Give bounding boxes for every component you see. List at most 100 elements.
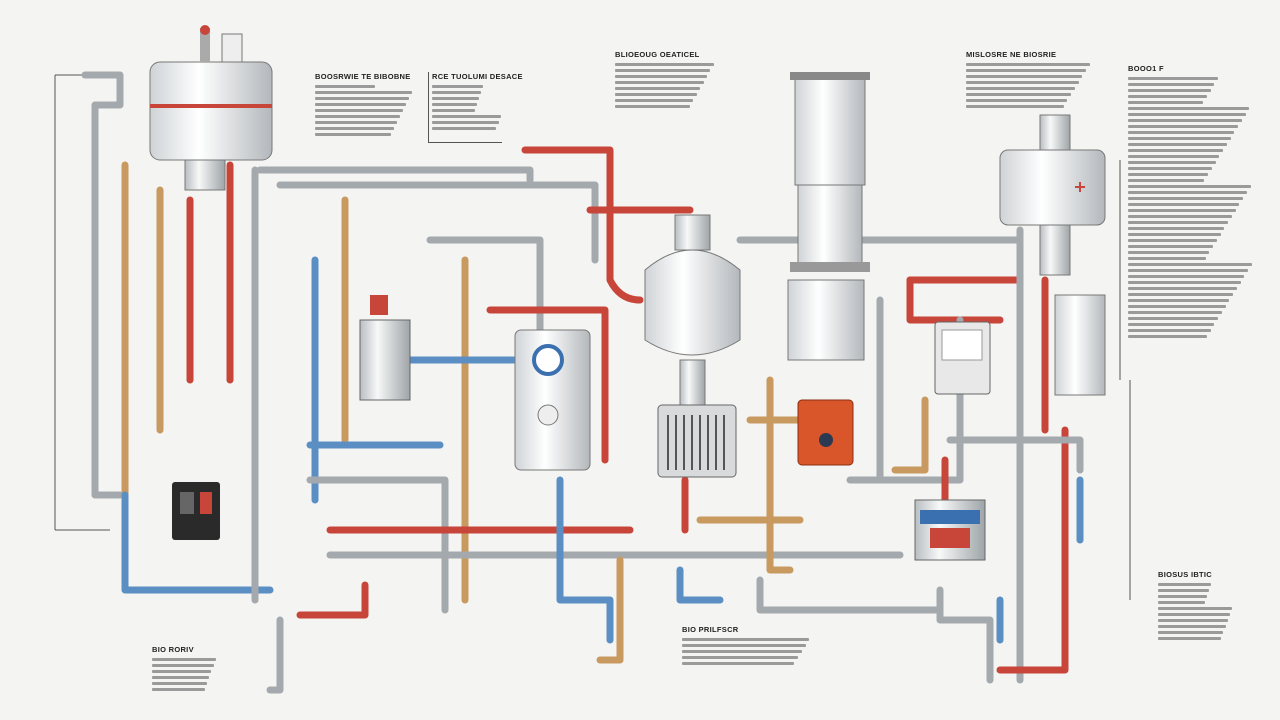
note-block: BIO RORIV <box>152 645 227 694</box>
note-text-line <box>1128 221 1228 224</box>
note-text-line <box>1128 335 1207 338</box>
note-text-line <box>1128 83 1215 86</box>
note-text-line <box>682 638 810 641</box>
note-text-line <box>315 127 394 130</box>
note-text-line <box>1158 637 1221 640</box>
note-text-line <box>615 87 701 90</box>
note-text-line <box>1128 305 1226 308</box>
note-block: BIOSUS IBTIC <box>1158 570 1233 643</box>
note-text-line <box>1128 149 1223 152</box>
note-text-line <box>1128 317 1218 320</box>
note-text-line <box>615 81 704 84</box>
note-text-line <box>682 650 802 653</box>
note-text-line <box>152 676 209 679</box>
hot-water-pipe <box>906 276 1004 324</box>
electrical-switch-box <box>172 482 220 540</box>
note-text-line <box>432 103 477 106</box>
note-text-line <box>432 115 501 118</box>
hot-water-pipe <box>486 306 609 464</box>
note-text-line <box>966 81 1079 84</box>
note-text-line <box>1128 269 1248 272</box>
boiler-unit <box>514 329 591 471</box>
note-block: MISLOSRE NE BIOSRIE <box>966 50 1091 111</box>
note-text-line <box>615 69 711 72</box>
note-text-line <box>152 658 216 661</box>
note-text-line <box>432 127 497 130</box>
note-text-line <box>1158 589 1209 592</box>
hot-water-pipe <box>296 581 369 619</box>
note-text-line <box>1158 619 1228 622</box>
note-heading: BLIOEOUG OEATICEL <box>615 50 700 59</box>
note-text-line <box>966 87 1075 90</box>
note-text-line <box>1128 215 1232 218</box>
note-heading: BOOO1 F <box>1128 64 1164 73</box>
note-text-line <box>152 670 212 673</box>
note-text-line <box>1128 281 1241 284</box>
copper-pipe <box>596 556 624 664</box>
note-block: BIO PRILFSCR <box>682 625 812 668</box>
note-text-line <box>966 63 1090 66</box>
note-text-line <box>1128 239 1217 242</box>
heat-exchanger-fan <box>657 404 737 478</box>
pipe <box>276 181 599 264</box>
note-text-line <box>966 99 1068 102</box>
note-text-line <box>1128 137 1231 140</box>
note-text-line <box>315 133 391 136</box>
filter-tank <box>999 114 1106 396</box>
note-heading: BOOSRWIE TE BIBOBNE <box>315 72 411 81</box>
note-text-line <box>315 103 406 106</box>
note-text-line <box>615 63 714 66</box>
note-text-line <box>315 85 375 88</box>
note-text-line <box>1128 173 1208 176</box>
note-text-line <box>1128 101 1203 104</box>
pipe <box>946 436 1084 474</box>
cold-water-pipe <box>556 476 614 644</box>
note-text-line <box>1158 613 1230 616</box>
cold-water-pipe <box>121 491 274 594</box>
note-text-line <box>1128 275 1245 278</box>
note-text-line <box>1128 287 1237 290</box>
hot-water-tank <box>149 25 273 191</box>
note-text-line <box>1158 583 1212 586</box>
note-text-line <box>152 664 214 667</box>
note-text-line <box>615 93 697 96</box>
note-text-line <box>432 109 475 112</box>
note-text-line <box>1128 299 1230 302</box>
note-text-line <box>1128 161 1216 164</box>
note-block: BOOSRWIE TE BIBOBNE <box>315 72 415 139</box>
note-text-line <box>1128 131 1235 134</box>
note-text-line <box>1128 233 1221 236</box>
pressure-vessel <box>644 214 741 406</box>
note-heading: BIOSUS IBTIC <box>1158 570 1213 579</box>
note-text-line <box>1128 197 1243 200</box>
pipe <box>306 476 449 614</box>
note-text-line <box>1128 77 1218 80</box>
note-heading: MISLOSRE NE BIOSRIE <box>966 50 1057 59</box>
note-text-line <box>432 121 499 124</box>
note-text-line <box>152 688 205 691</box>
pipe <box>256 166 534 184</box>
hot-water-pipe <box>521 146 644 304</box>
note-text-line <box>315 97 409 100</box>
note-text-line <box>1158 601 1205 604</box>
note-text-line <box>1128 203 1240 206</box>
note-text-line <box>966 105 1064 108</box>
expansion-column <box>787 72 870 361</box>
note-text-line <box>1128 119 1242 122</box>
note-block: BLIOEOUG OEATICEL <box>615 50 730 111</box>
hot-water-pipe <box>996 426 1069 674</box>
note-text-line <box>1128 323 1215 326</box>
note-heading: BIO PRILFSCR <box>682 625 739 634</box>
note-text-line <box>432 97 479 100</box>
note-text-line <box>1128 191 1247 194</box>
note-text-line <box>1128 179 1205 182</box>
note-heading: BIO RORIV <box>152 645 194 654</box>
note-text-line <box>1128 209 1236 212</box>
note-block: RCE TUOLUMI DESACE <box>428 72 523 143</box>
note-text-line <box>1128 167 1212 170</box>
note-text-line <box>1158 631 1224 634</box>
note-heading: RCE TUOLUMI DESACE <box>432 72 523 81</box>
note-text-line <box>1128 251 1210 254</box>
note-text-line <box>1158 625 1226 628</box>
